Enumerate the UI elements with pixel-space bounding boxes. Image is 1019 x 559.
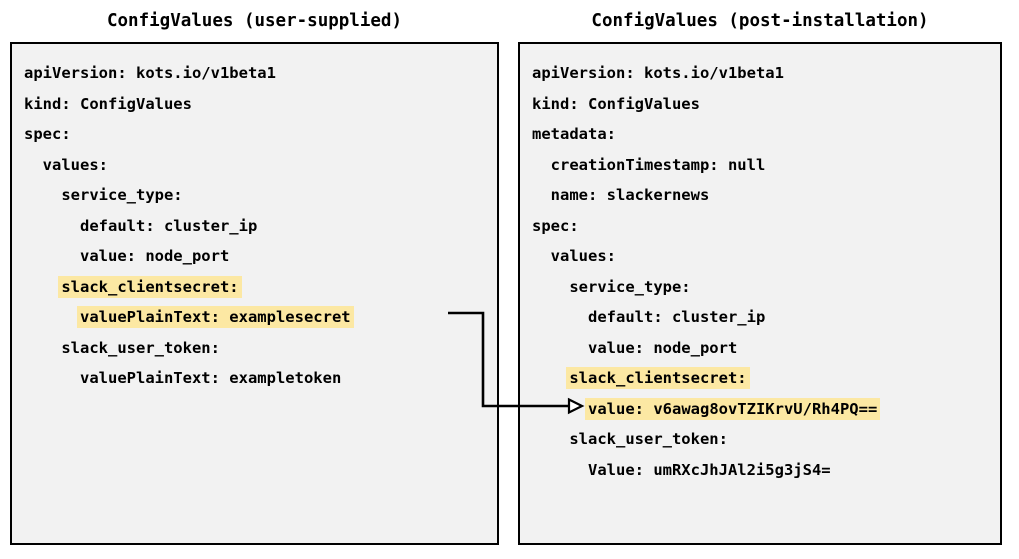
highlighted-yaml-token: valuePlainText: examplesecret [77,306,354,328]
yaml-line: name: slackernews [532,186,710,204]
yaml-box-user-supplied: apiVersion: kots.io/v1beta1 kind: ConfigV… [10,42,499,545]
yaml-line: apiVersion: kots.io/v1beta1 [532,64,784,82]
yaml-line: values: [532,247,616,265]
yaml-line: spec: [24,125,71,143]
panel-title-user-supplied: ConfigValues (user-supplied) [106,11,402,31]
highlighted-yaml-token: slack_clientsecret: [566,367,750,389]
yaml-line: valuePlainText: exampletoken [24,369,342,387]
yaml-line: service_type: [24,186,183,204]
yaml-line: slack_user_token: [24,338,220,357]
highlighted-yaml-token: value: v6awag8ovTZIKrvU/Rh4PQ== [585,397,881,420]
yaml-line: kind: ConfigValues [532,94,700,113]
yaml-line: slack_user_token: [532,430,728,448]
yaml-line: slack_clientsecret: [532,363,1000,394]
yaml-line: slack_clientsecret: [24,272,497,303]
yaml-line: Value: umRXcJhJAl2i5g3jS4= [532,460,831,479]
yaml-line: value: v6awag8ovTZIKrvU/Rh4PQ== [532,394,1000,425]
yaml-code-post-installation: apiVersion: kots.io/v1beta1 kind: ConfigV… [520,58,1000,485]
config-values-post-installation-panel: ConfigValues (post-installation) apiVers… [518,0,1002,545]
yaml-line: service_type: [532,277,691,296]
yaml-line: metadata: [532,125,616,143]
yaml-line: value: node_port [24,247,230,265]
yaml-line: default: cluster_ip [532,308,766,326]
yaml-line: default: cluster_ip [24,216,258,235]
yaml-box-post-installation: apiVersion: kots.io/v1beta1 kind: ConfigV… [518,42,1002,545]
yaml-line: value: node_port [532,338,738,357]
yaml-line: values: [24,155,108,174]
yaml-line: valuePlainText: examplesecret [24,302,497,333]
yaml-code-user-supplied: apiVersion: kots.io/v1beta1 kind: ConfigV… [12,58,497,394]
highlighted-yaml-token: slack_clientsecret: [58,275,242,298]
yaml-line: kind: ConfigValues [24,94,192,113]
yaml-line: spec: [532,216,579,235]
yaml-line: creationTimestamp: null [532,155,766,174]
panel-title-post-installation: ConfigValues (post-installation) [591,11,929,31]
yaml-line: apiVersion: kots.io/v1beta1 [24,64,276,82]
config-values-user-supplied-panel: ConfigValues (user-supplied) apiVersion:… [10,0,499,545]
